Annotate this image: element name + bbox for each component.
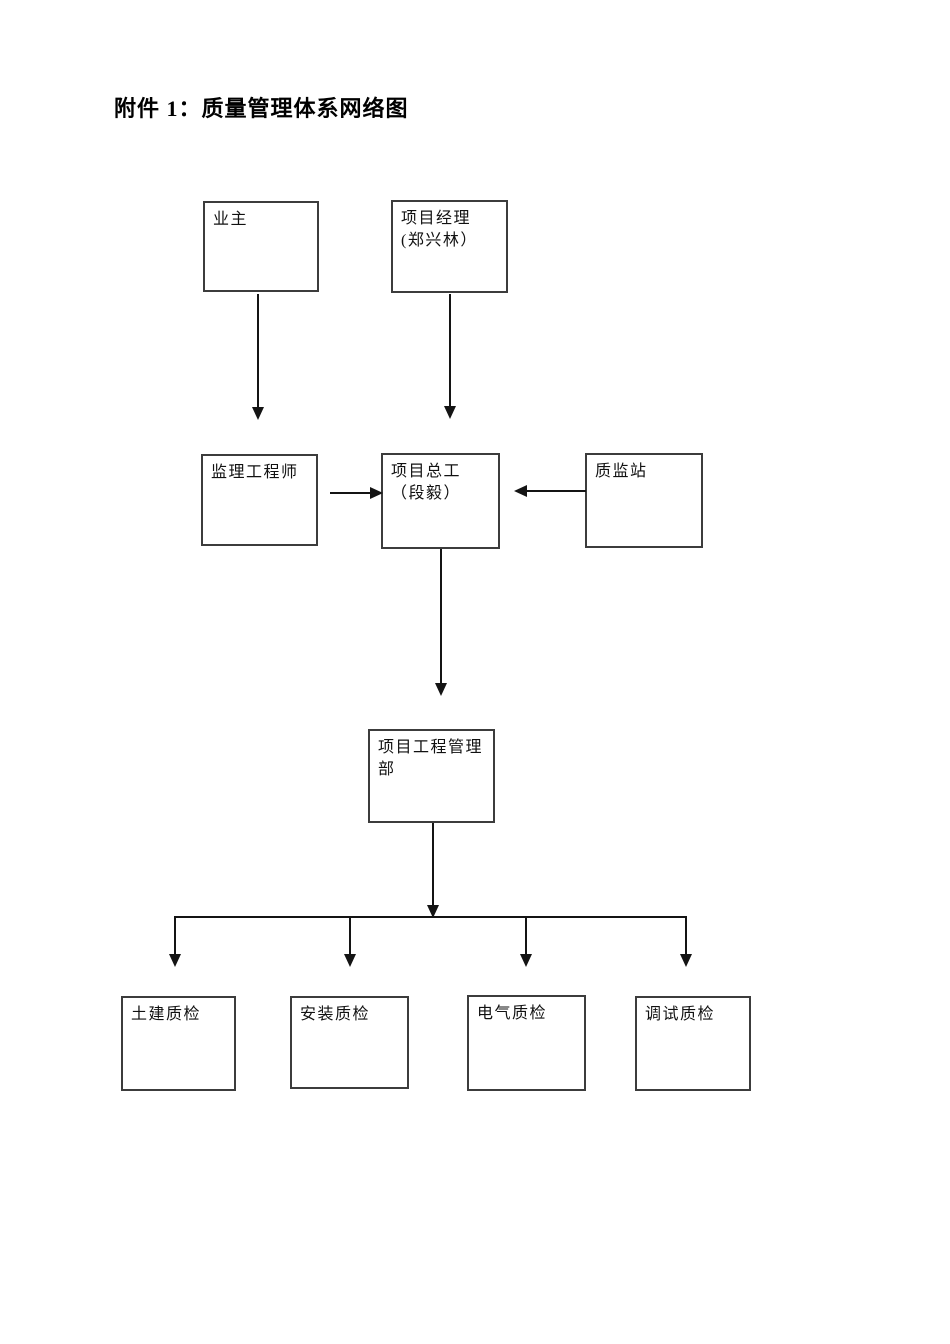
node-quality-station: 质监站 xyxy=(585,453,703,548)
arrow-shaft xyxy=(685,917,687,955)
arrow-shaft xyxy=(349,917,351,955)
arrowhead-left-icon xyxy=(514,485,527,497)
arrowhead-down-icon xyxy=(169,954,181,967)
distribution-line xyxy=(174,916,687,918)
node-installation-qc: 安装质检 xyxy=(290,996,409,1089)
node-civil-qc: 土建质检 xyxy=(121,996,236,1091)
arrow-shaft xyxy=(257,294,259,407)
arrowhead-down-icon xyxy=(252,407,264,420)
arrowhead-down-icon xyxy=(680,954,692,967)
node-commissioning-qc: 调试质检 xyxy=(635,996,751,1091)
arrowhead-down-icon xyxy=(520,954,532,967)
arrow-shaft xyxy=(432,823,434,906)
page-title: 附件 1：质量管理体系网络图 xyxy=(114,96,409,121)
node-owner: 业主 xyxy=(203,201,319,292)
arrow-shaft xyxy=(174,917,176,955)
arrowhead-down-icon xyxy=(344,954,356,967)
arrow-shaft xyxy=(525,917,527,955)
node-management-dept: 项目工程管理 部 xyxy=(368,729,495,823)
arrowhead-down-icon xyxy=(435,683,447,696)
arrow-shaft xyxy=(440,549,442,683)
node-supervision-engineer: 监理工程师 xyxy=(201,454,318,546)
arrow-shaft xyxy=(527,490,586,492)
node-electrical-qc: 电气质检 xyxy=(467,995,586,1091)
arrowhead-down-icon xyxy=(444,406,456,419)
arrow-shaft xyxy=(330,492,370,494)
node-project-manager: 项目经理 (郑兴林） xyxy=(391,200,508,293)
arrow-shaft xyxy=(449,294,451,406)
arrowhead-down-icon xyxy=(427,905,439,918)
node-chief-engineer: 项目总工 （段毅） xyxy=(381,453,500,549)
arrowhead-right-icon xyxy=(370,487,383,499)
